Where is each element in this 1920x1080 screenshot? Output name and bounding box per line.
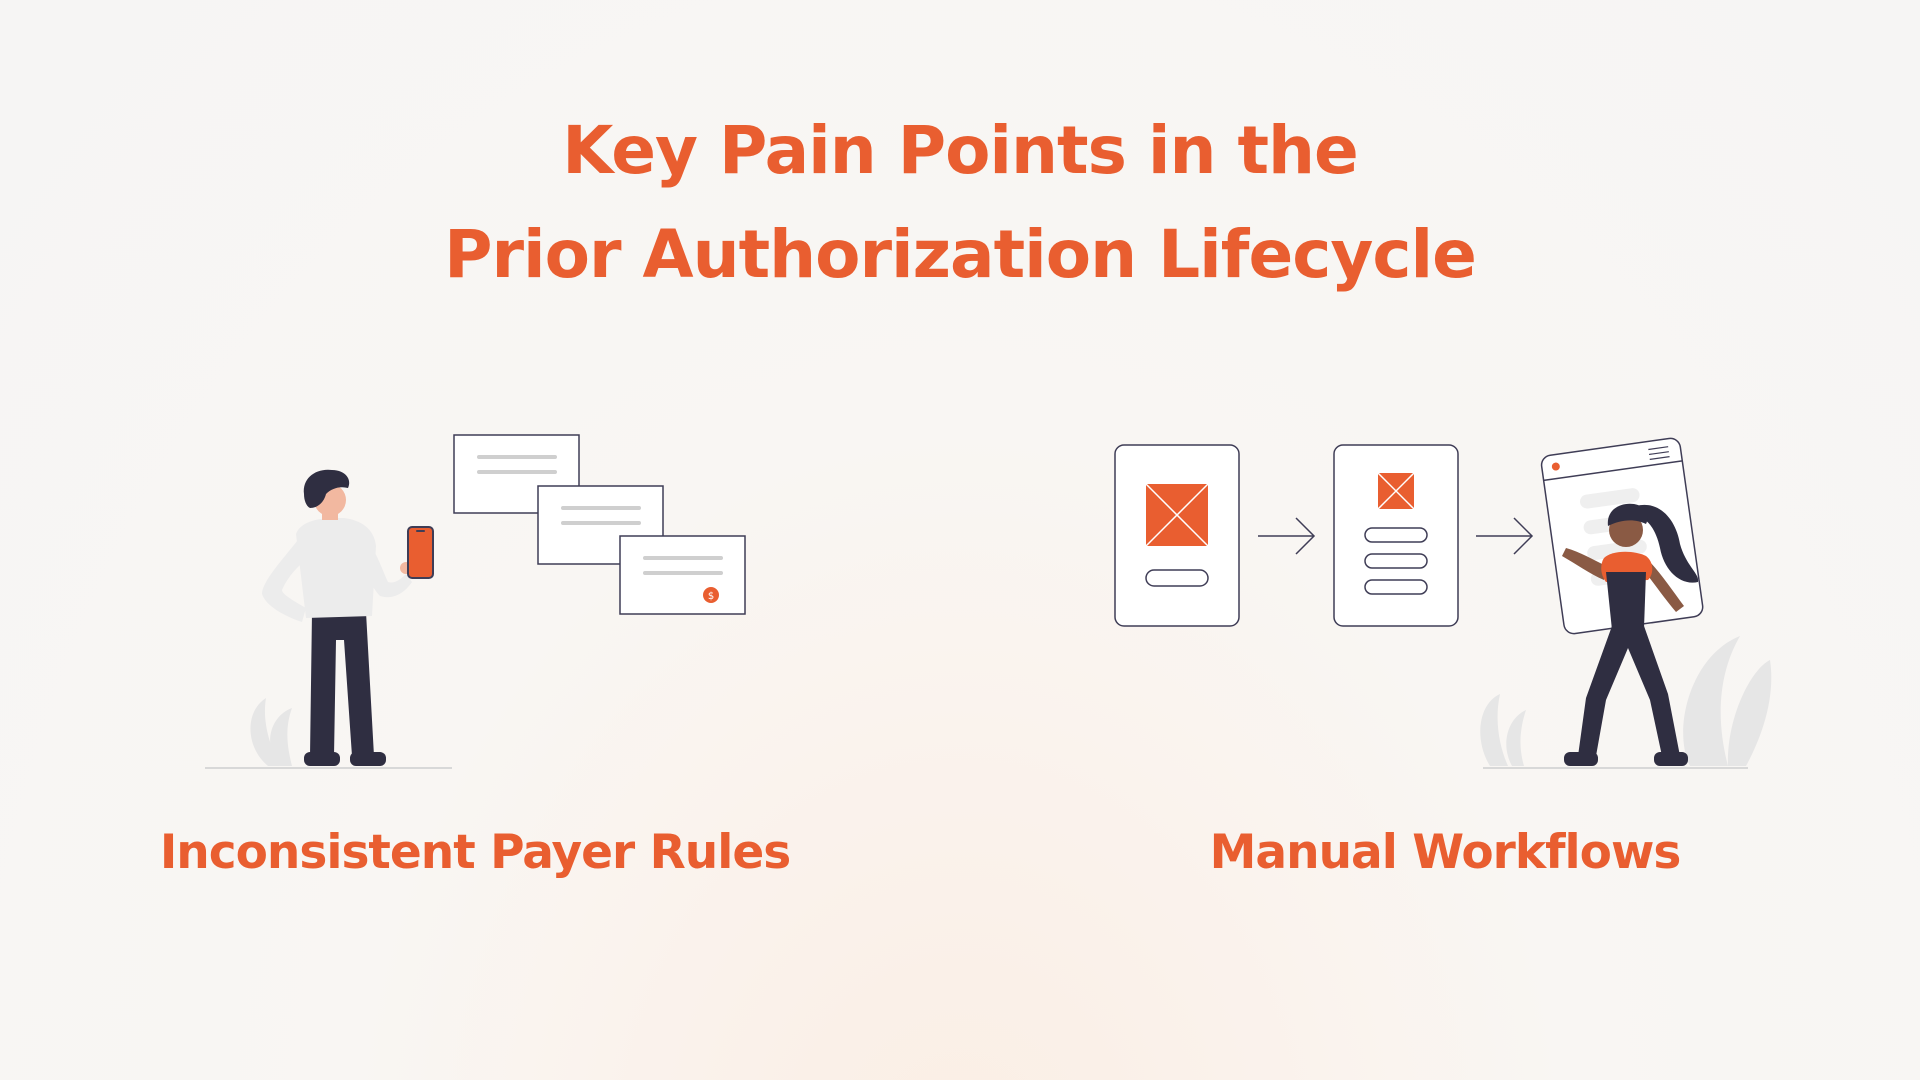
workflow-screen-2 <box>1333 444 1459 627</box>
workflow-screen-1 <box>1114 444 1240 627</box>
svg-text:$: $ <box>708 591 714 602</box>
plant-icon <box>250 698 292 766</box>
pain-point-label-manual-workflows: Manual Workflows <box>1209 825 1682 880</box>
arrow-right-icon <box>1476 517 1534 555</box>
left-illustration: $ $ $ <box>205 434 746 769</box>
plant-icon <box>1480 636 1772 766</box>
page-title-line-1: Key Pain Points in the <box>562 112 1359 189</box>
dollar-icon <box>703 587 719 603</box>
man-figure <box>262 469 434 766</box>
phone-icon <box>407 526 434 579</box>
payer-card-3: $ <box>619 535 746 615</box>
arrow-right-icon <box>1258 517 1316 555</box>
pain-point-label-inconsistent-payer-rules: Inconsistent Payer Rules <box>159 825 791 880</box>
woman-figure <box>1562 503 1699 766</box>
image-placeholder-icon <box>1145 483 1209 547</box>
right-illustration <box>1114 437 1772 769</box>
image-placeholder-icon <box>1377 472 1415 510</box>
page-title-line-2: Prior Authorization Lifecycle <box>444 216 1477 293</box>
